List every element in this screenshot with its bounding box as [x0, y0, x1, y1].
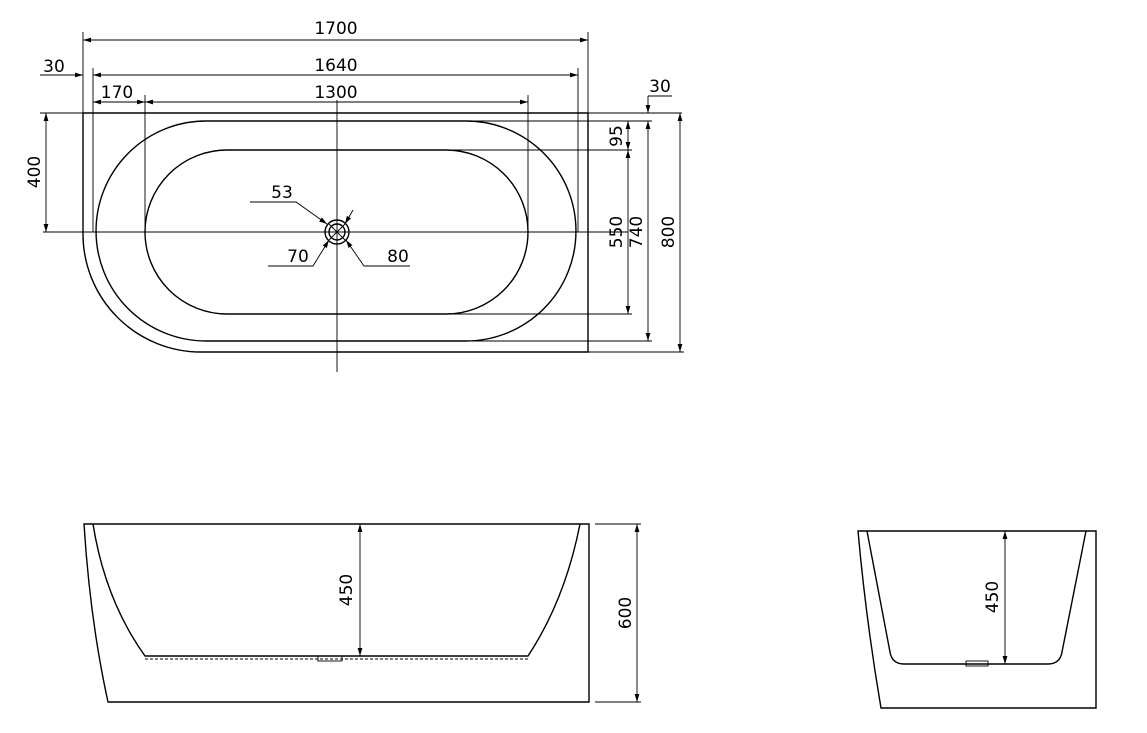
front-dim-450-label: 450: [337, 574, 357, 606]
side-inner-profile: [866, 530, 1087, 665]
dim-30-left: 30: [40, 57, 83, 78]
drain-dim-70-label: 70: [287, 247, 309, 267]
dim-800-label: 800: [659, 216, 679, 248]
front-dim-600-label: 600: [616, 597, 636, 629]
side-dim-450-label: 450: [983, 581, 1003, 613]
dim-800: 800: [588, 113, 684, 353]
dim-95: 95: [446, 121, 632, 151]
dim-1640-label: 1640: [314, 56, 357, 76]
side-drain: [965, 660, 989, 667]
dim-400: 400: [25, 112, 83, 232]
drain-dim-53-label: 53: [271, 183, 293, 203]
dim-1300: 1300: [144, 83, 529, 232]
dim-1700: 1700: [82, 19, 589, 113]
dim-30-left-label: 30: [43, 57, 65, 77]
tub-outer-contour: [82, 112, 589, 353]
dim-740: 740: [466, 121, 652, 342]
side-view: 450: [857, 530, 1097, 709]
front-view: 450 600: [83, 523, 641, 703]
dim-95-label: 95: [607, 125, 627, 147]
front-dim-450: 450: [337, 524, 363, 656]
plan-view: 1700 1640 30 1300 170 30: [25, 19, 684, 372]
side-dim-450: 450: [983, 531, 1008, 664]
dim-400-label: 400: [25, 156, 45, 188]
dim-30-right-label: 30: [649, 77, 671, 97]
dim-550: 550: [446, 150, 632, 315]
drain-dim-80: 80: [345, 239, 410, 267]
dim-740-label: 740: [627, 216, 647, 248]
front-dim-600: 600: [595, 523, 641, 703]
dim-170-label: 170: [101, 83, 133, 103]
side-outline: [857, 530, 1097, 709]
dim-1300-label: 1300: [314, 83, 357, 103]
front-drain: [317, 655, 343, 662]
drain-dim-53: 53: [250, 183, 328, 225]
front-inner-profile: [92, 523, 581, 657]
front-outline: [83, 523, 590, 703]
drain-dim-80-label: 80: [387, 247, 409, 267]
dim-1700-label: 1700: [314, 19, 357, 39]
drain-dim-70: 70: [268, 209, 354, 267]
dim-170: 170: [93, 83, 145, 105]
drain: [324, 219, 350, 245]
dim-550-label: 550: [607, 216, 627, 248]
dim-30-right: 30: [466, 77, 682, 122]
